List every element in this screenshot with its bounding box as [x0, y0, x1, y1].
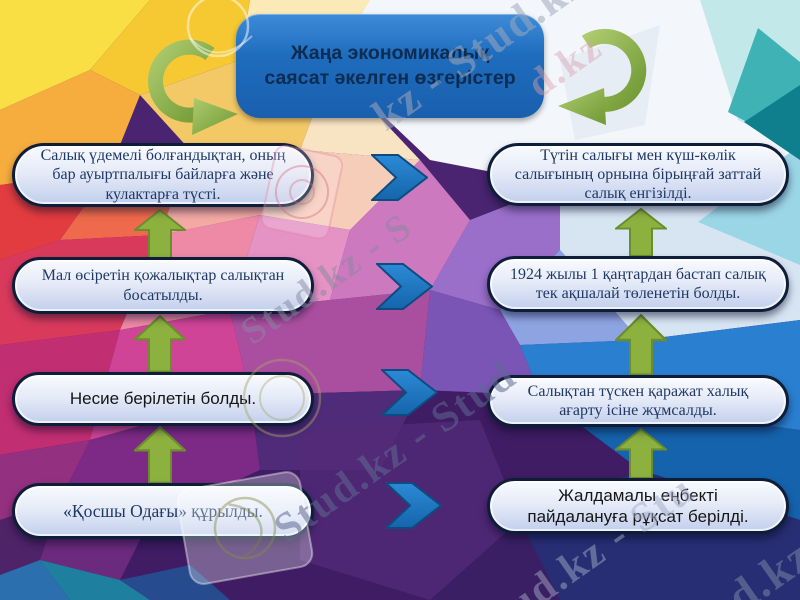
fact-text: 1924 жылы 1 қаңтардан бастап салық тек а… — [510, 265, 766, 302]
curved-arrow-left-icon — [147, 39, 238, 135]
page-title: Жаңа экономикалық саясат әкелген өзгеріс… — [264, 41, 516, 89]
fact-box-left-2: Мал өсіретін қожалықтар салықтан босатыл… — [12, 257, 314, 314]
up-arrow-icon — [615, 208, 667, 257]
up-arrow-icon — [134, 209, 186, 259]
fact-text: Несие берілетін болды. — [69, 389, 257, 409]
curved-arrow-right-icon — [558, 28, 647, 125]
fact-text: Салықтан түскен қаражат халық ағарту ісі… — [527, 382, 749, 419]
fact-box-left-4: «Қосшы Одағы» құрылды. — [12, 483, 314, 539]
fact-box-right-3: Салықтан түскен қаражат халық ағарту ісі… — [487, 375, 789, 427]
up-arrow-icon — [134, 315, 186, 373]
fact-text: Мал өсіретін қожалықтар салықтан босатыл… — [41, 267, 285, 304]
up-arrow-icon — [615, 314, 667, 376]
chevron-right-icon — [371, 154, 428, 201]
fact-text: «Қосшы Одағы» құрылды. — [63, 500, 263, 521]
title-box: Жаңа экономикалық саясат әкелген өзгеріс… — [236, 14, 544, 118]
fact-text: Салық үдемелі болғандықтан, оның бар ауы… — [40, 147, 286, 203]
chevron-right-icon — [376, 263, 433, 310]
fact-box-right-2: 1924 жылы 1 қаңтардан бастап салық тек а… — [487, 256, 789, 312]
fact-text: Түтін салығы мен күш-көлік салығының орн… — [514, 146, 762, 203]
up-arrow-icon — [615, 428, 667, 479]
chevron-right-icon — [385, 482, 442, 529]
chevron-right-icon — [381, 369, 438, 416]
fact-box-left-1: Салық үдемелі болғандықтан, оның бар ауы… — [12, 143, 314, 207]
fact-box-right-4: Жалдамалы еңбекті пайдалануға рұқсат бер… — [487, 478, 789, 534]
up-arrow-icon — [134, 426, 186, 484]
fact-box-right-1: Түтін салығы мен күш-көлік салығының орн… — [487, 143, 789, 206]
fact-text: Жалдамалы еңбекті пайдалануға рұқсат бер… — [527, 485, 749, 526]
fact-box-left-3: Несие берілетін болды. — [12, 372, 314, 426]
